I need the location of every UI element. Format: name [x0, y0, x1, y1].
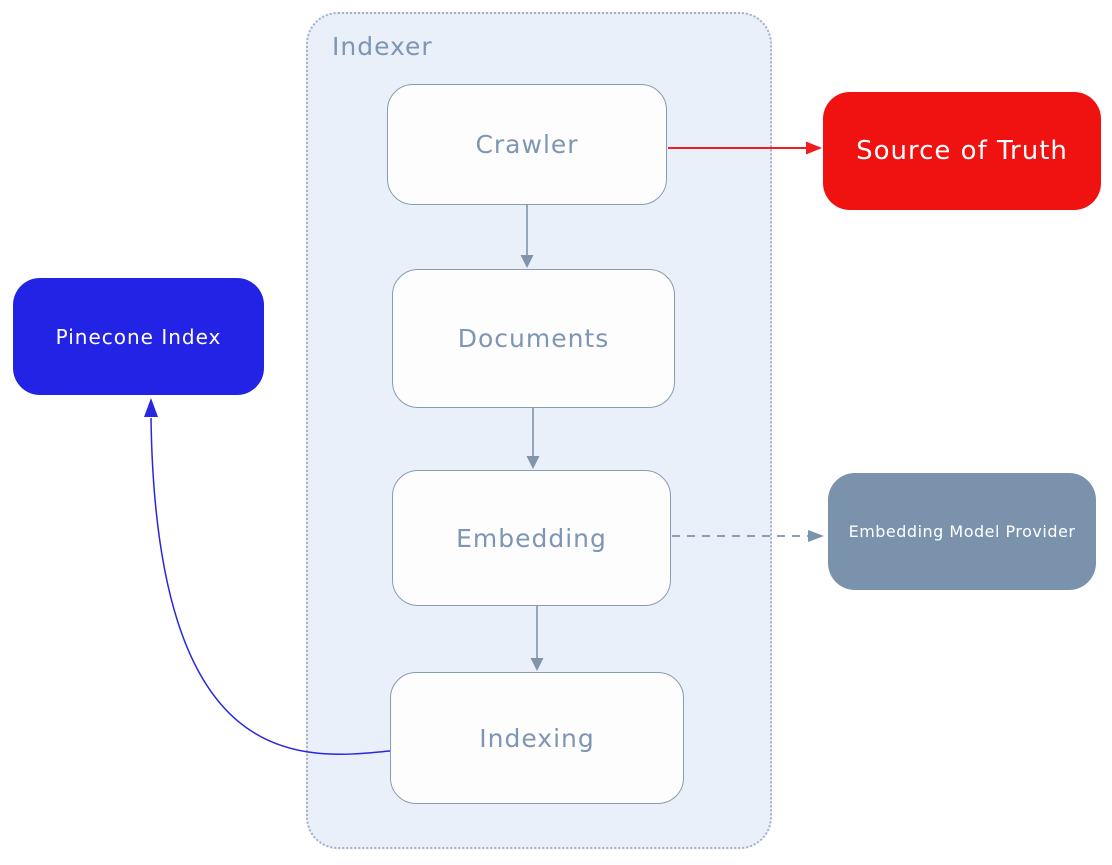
- arrowhead-right-gray: [808, 530, 824, 542]
- node-source-of-truth: Source of Truth: [823, 92, 1101, 210]
- node-embedding-model-provider: Embedding Model Provider: [828, 473, 1096, 590]
- node-crawler: Crawler: [387, 84, 667, 205]
- node-source-of-truth-label: Source of Truth: [856, 136, 1068, 166]
- node-embedding-label: Embedding: [456, 523, 607, 553]
- arrowhead-up-blue: [144, 398, 158, 417]
- node-documents: Documents: [392, 269, 675, 408]
- node-pinecone-index: Pinecone Index: [13, 278, 264, 395]
- node-crawler-label: Crawler: [475, 130, 579, 159]
- arrowhead-right-red: [806, 141, 822, 155]
- node-embedding: Embedding: [392, 470, 671, 606]
- node-embedding-model-provider-label: Embedding Model Provider: [848, 522, 1076, 541]
- node-documents-label: Documents: [457, 324, 610, 353]
- group-indexer-label: Indexer: [332, 32, 433, 61]
- node-indexing-label: Indexing: [479, 723, 595, 753]
- node-indexing: Indexing: [390, 672, 684, 804]
- node-pinecone-index-label: Pinecone Index: [55, 324, 222, 349]
